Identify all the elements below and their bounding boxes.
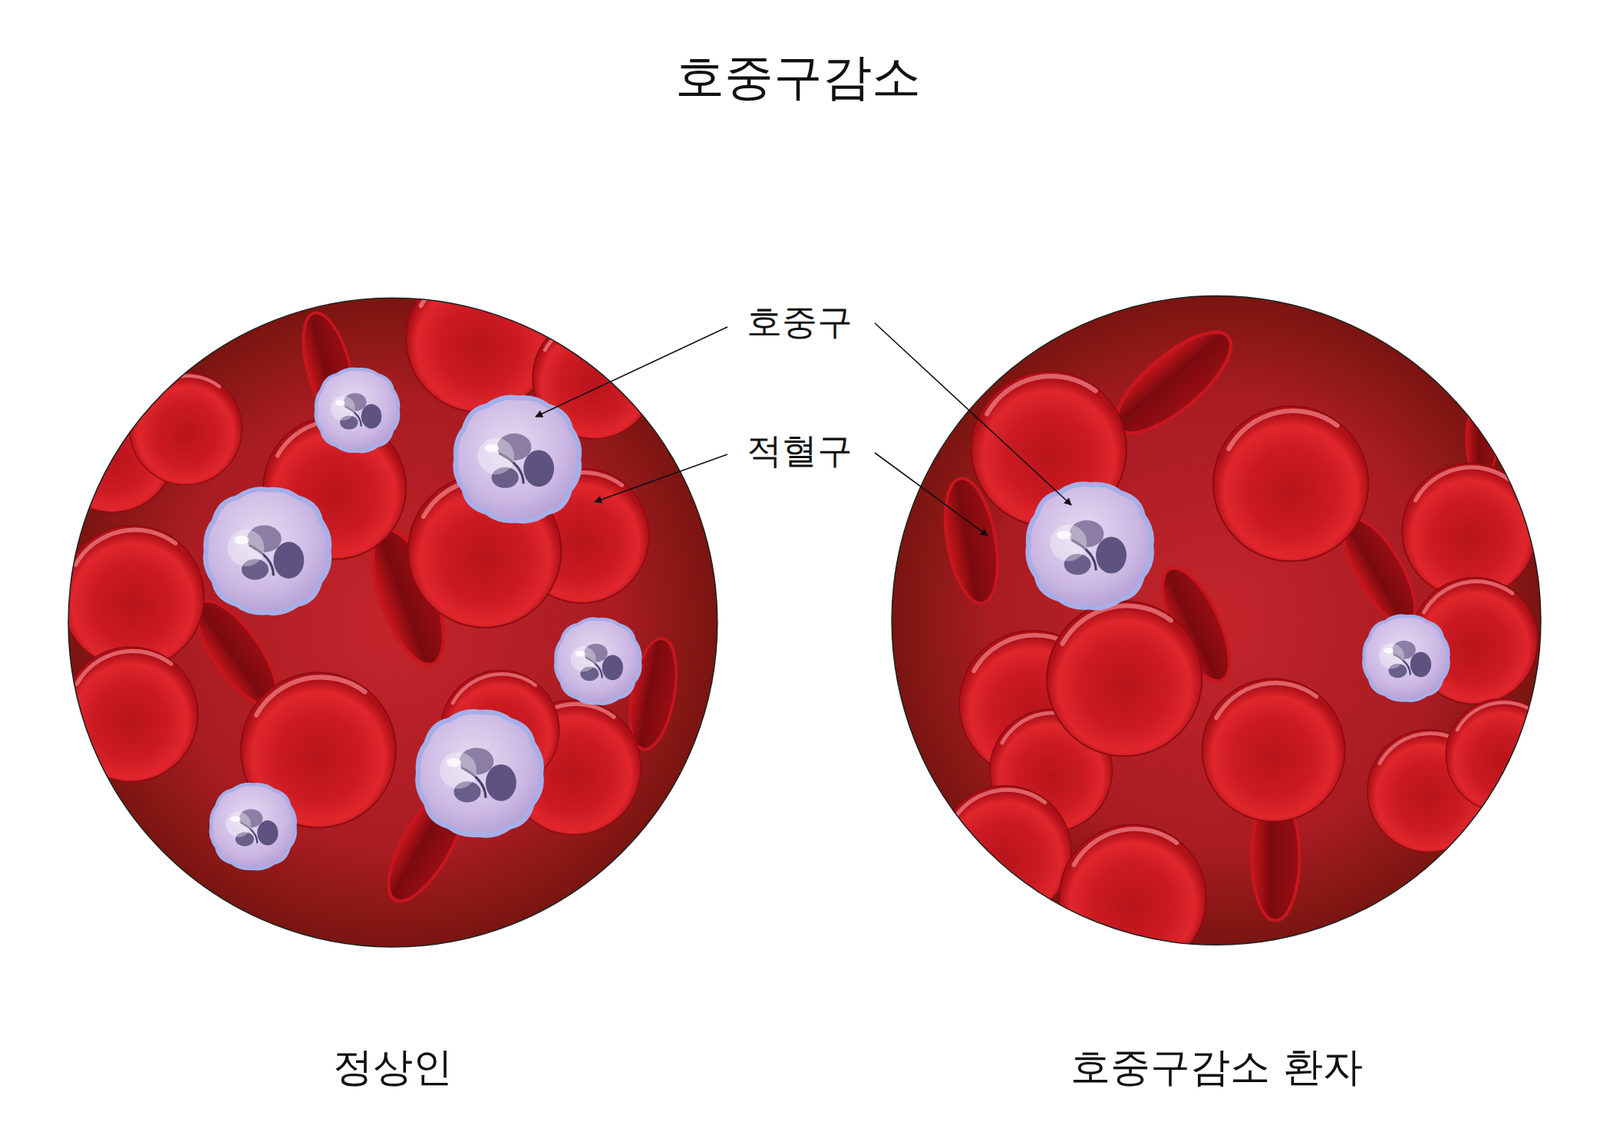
part-label: 적혈구 bbox=[746, 429, 853, 472]
diagram-title: 호중구감소 bbox=[675, 47, 921, 107]
part-label: 호중구 bbox=[746, 300, 853, 344]
panel-caption: 호중구감소 환자 bbox=[1070, 1042, 1363, 1091]
panel-caption: 정상인 bbox=[333, 1042, 453, 1091]
leader-lines bbox=[535, 323, 1072, 536]
